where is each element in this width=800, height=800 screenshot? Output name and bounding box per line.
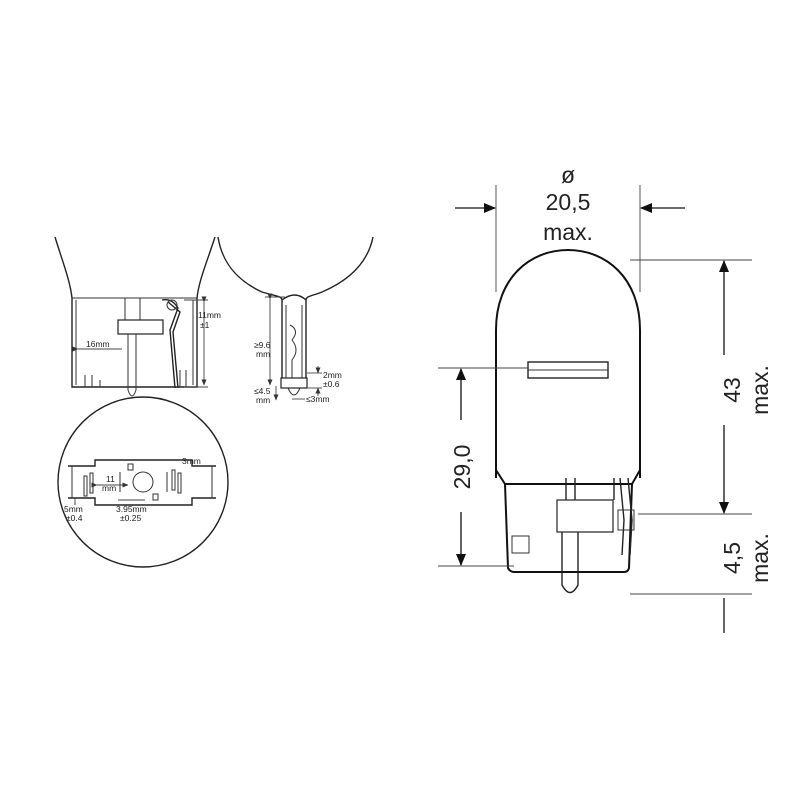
diameter-suffix: max. xyxy=(543,219,593,245)
bottom-center-value: 11 xyxy=(106,474,115,484)
height-dimension: 43 max. xyxy=(630,259,773,515)
wire-length-tol: ±0.6 xyxy=(323,379,340,389)
height-value: 43 xyxy=(719,377,745,403)
max-tip-label: ≤4.5 xyxy=(254,386,271,396)
side-width-label: 16mm xyxy=(86,339,110,349)
bottom-mid-value: 3.95mm xyxy=(116,504,147,514)
main-bulb-outline xyxy=(495,248,641,594)
bottom-left-tol: ±0.4 xyxy=(66,513,83,523)
contact-height-tol: ±1 xyxy=(200,320,210,330)
height-suffix: max. xyxy=(747,365,773,415)
side-view-detail: 16mm 11mm ±1 xyxy=(54,236,221,397)
base-value: 4,5 xyxy=(719,542,745,574)
bottom-top-right-label: 3mm xyxy=(182,456,201,466)
light-center-value: 29,0 xyxy=(449,445,475,490)
contact-height-label: 11mm xyxy=(198,310,221,320)
diameter-dimension: ø 20,5 max. xyxy=(455,162,685,292)
diameter-symbol: ø xyxy=(561,162,575,188)
wire-dia-label: ≤3mm xyxy=(306,394,330,404)
max-tip-unit: mm xyxy=(256,395,270,405)
bottom-mid-tol: ±0.25 xyxy=(120,513,141,523)
wire-length-label: 2mm xyxy=(323,370,342,380)
bottom-view-detail: 3mm 11 mm 5mm ±0.4 3.95mm ±0.25 xyxy=(57,396,229,568)
diameter-value: 20,5 xyxy=(546,189,591,215)
base-suffix: max. xyxy=(747,533,773,583)
bottom-left-value: 5mm xyxy=(64,504,83,514)
light-center-dimension: 29,0 xyxy=(438,367,528,567)
min-height-unit: mm xyxy=(256,349,270,359)
profile-view-detail: ≥9.6 mm ≤4.5 mm 2mm ±0.6 ≤3mm xyxy=(217,236,374,405)
min-height-label: ≥9.6 xyxy=(254,340,271,350)
base-dimension: 4,5 max. xyxy=(630,533,773,633)
bottom-center-unit: mm xyxy=(102,483,116,493)
